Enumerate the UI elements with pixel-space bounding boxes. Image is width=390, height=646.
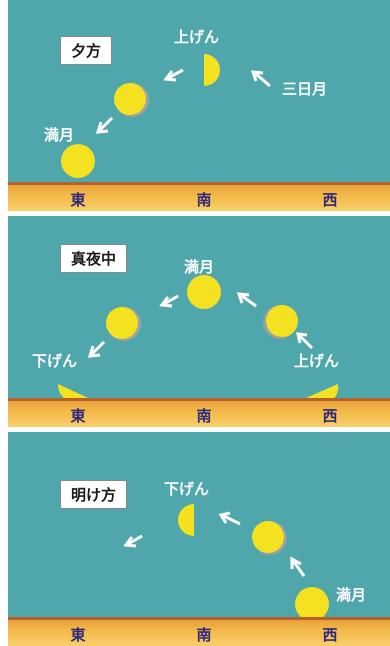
- label-full-moon: 満月: [44, 126, 75, 144]
- moon-diagram: [57, 275, 339, 406]
- moon-icon: [188, 54, 220, 86]
- panel-midnight: 真夜中 満月 下げん 上げん 東: [8, 216, 390, 427]
- moon-icon: [288, 108, 315, 138]
- direction-south: 南: [196, 626, 212, 644]
- moon-icon: [252, 521, 287, 555]
- label-third-quarter: 下げん: [164, 480, 210, 498]
- label-full-moon: 満月: [336, 586, 367, 604]
- label-third-quarter: 下げん: [32, 352, 78, 370]
- label-first-quarter: 上げん: [294, 352, 340, 370]
- arrow-icon: [250, 70, 271, 88]
- ground: 東 南 西: [8, 398, 390, 427]
- moon-icon: [106, 307, 141, 341]
- arrow-icon: [123, 534, 143, 548]
- direction-west: 西: [322, 407, 338, 425]
- direction-west: 西: [322, 626, 338, 644]
- arrow-icon: [218, 511, 241, 526]
- direction-east: 東: [70, 191, 86, 209]
- moon-icon: [114, 83, 149, 117]
- panel-dawn: 明け方 下げん 満月 東 南 西: [8, 432, 390, 646]
- moon-icon: [178, 504, 210, 536]
- arrow-icon: [163, 68, 184, 82]
- arrow-icon: [87, 340, 106, 358]
- direction-east: 東: [70, 407, 86, 425]
- panel-title: 明け方: [60, 480, 128, 509]
- direction-south: 南: [196, 407, 212, 425]
- panel-evening: 夕方 上げん 三日月 満月 東 南: [8, 0, 390, 211]
- panel-title: 真夜中: [60, 244, 128, 273]
- moon-icon: [187, 275, 221, 309]
- moon-icon: [83, 558, 116, 589]
- label-first-quarter: 上げん: [174, 28, 220, 46]
- direction-west: 西: [322, 191, 338, 209]
- arrow-icon: [296, 332, 314, 350]
- moon-icon: [295, 587, 329, 621]
- moon-icon: [57, 384, 88, 403]
- panel-title: 夕方: [60, 36, 113, 65]
- ground: 東 南 西: [8, 182, 390, 211]
- moon-icon: [263, 305, 298, 339]
- arrow-icon: [236, 292, 257, 308]
- arrow-icon: [95, 116, 114, 134]
- moon-diagram: [83, 504, 329, 621]
- label-full-moon: 満月: [184, 258, 215, 276]
- direction-south: 南: [196, 191, 212, 209]
- label-crescent: 三日月: [282, 80, 328, 98]
- direction-east: 東: [70, 626, 86, 644]
- arrow-icon: [290, 556, 306, 577]
- moon-icon: [61, 144, 95, 178]
- ground: 東 南 西: [8, 617, 390, 646]
- moon-diagram: [61, 54, 315, 178]
- arrow-icon: [159, 294, 179, 308]
